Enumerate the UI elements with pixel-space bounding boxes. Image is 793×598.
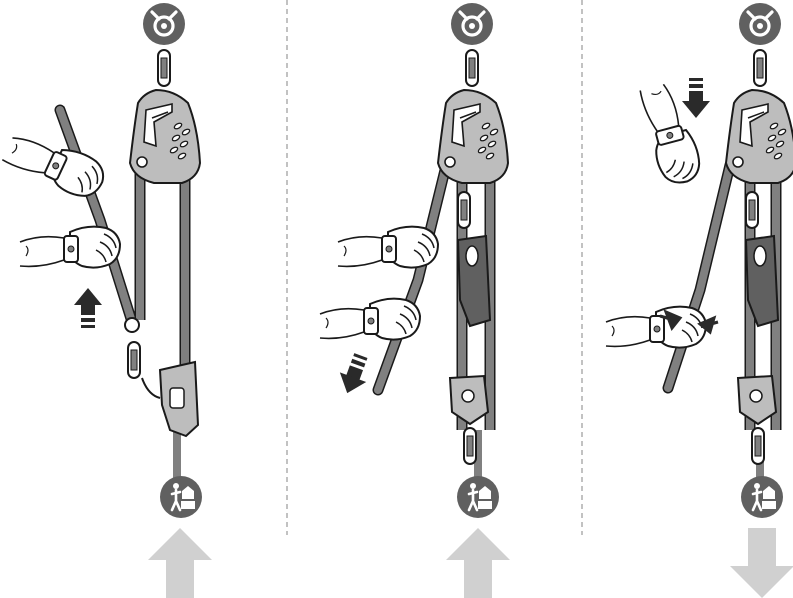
carabiner [753,49,767,87]
load-person-icon [455,474,501,520]
direction-arrow-icon [74,288,102,328]
gloved-hand-icon [605,305,707,349]
anchor-icon [449,1,495,47]
rope [664,161,734,392]
carabiner [745,191,759,229]
pulley-device [437,89,509,184]
load-person-icon [739,474,785,520]
direction-arrow-icon [334,350,375,398]
big-up-arrow [148,528,212,598]
big-up-arrow [446,528,510,598]
carabiner [157,49,171,87]
squeeze-arrow [697,315,719,335]
gloved-hand-icon [19,225,121,269]
carabiner [463,427,477,465]
panel-3 [605,1,793,598]
carabiner [751,427,765,465]
anchor-icon [141,1,187,47]
pulley-device [129,89,201,184]
direction-arrow-icon [682,78,710,118]
carabiner [127,341,141,379]
gloved-hand-icon [319,297,421,341]
gloved-hand-icon [337,225,439,269]
panel-1 [0,1,212,598]
carabiner [465,49,479,87]
big-down-arrow [730,528,793,598]
rope [56,106,136,326]
rope [374,166,449,394]
gloved-hand-icon [0,123,111,205]
anchor-icon [737,1,783,47]
panel-2 [319,1,510,598]
squeeze-arrow [659,309,683,331]
pulley-device [725,89,793,184]
load-person-icon [158,474,204,520]
carabiner [457,191,471,229]
